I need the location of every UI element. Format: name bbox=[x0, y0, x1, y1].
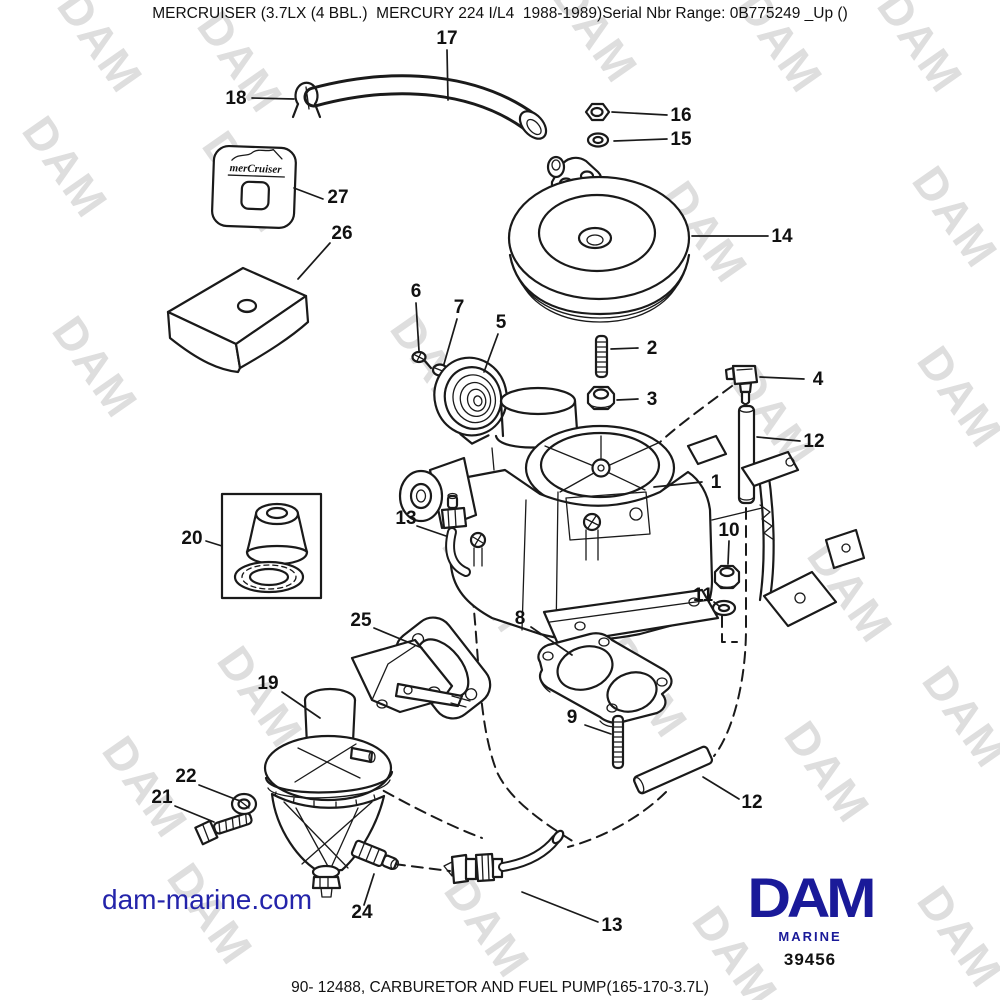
part-fuel-pump bbox=[263, 638, 471, 898]
callout-15: 15 bbox=[670, 129, 692, 150]
callout-24: 24 bbox=[351, 902, 373, 923]
part-stud-2 bbox=[594, 334, 609, 379]
callout-21: 21 bbox=[151, 787, 173, 808]
callout-5: 5 bbox=[496, 312, 507, 333]
part-stud-9 bbox=[611, 714, 625, 770]
part-base-gasket bbox=[537, 632, 673, 728]
part-nut-16 bbox=[584, 102, 611, 122]
callout-12a: 12 bbox=[803, 431, 824, 452]
part-washer-15 bbox=[586, 132, 610, 148]
callout-7: 7 bbox=[454, 297, 465, 318]
part-choke-cover bbox=[433, 356, 508, 445]
callout-11: 11 bbox=[693, 585, 714, 606]
callout-2: 2 bbox=[647, 338, 658, 359]
callout-22: 22 bbox=[175, 766, 196, 787]
part-carburetor bbox=[398, 386, 866, 646]
part-logo-plate: merCruiser bbox=[211, 144, 297, 229]
part-nut-10 bbox=[713, 564, 741, 590]
part-repair-kit bbox=[220, 492, 323, 600]
part-flame-arrestor bbox=[507, 175, 691, 323]
callout-10: 10 bbox=[718, 520, 739, 541]
part-fuel-line bbox=[443, 829, 565, 885]
callout-9: 9 bbox=[567, 707, 578, 728]
part-tube-12a bbox=[737, 404, 756, 505]
part-hose bbox=[303, 74, 548, 140]
callout-19: 19 bbox=[257, 673, 278, 694]
callout-26: 26 bbox=[331, 223, 352, 244]
part-nut-3 bbox=[586, 385, 616, 411]
callout-13a: 13 bbox=[395, 508, 416, 529]
callout-17: 17 bbox=[436, 28, 457, 49]
plate-logo-text: merCruiser bbox=[229, 162, 282, 176]
diagram-caption: 90- 12488, CARBURETOR AND FUEL PUMP(165-… bbox=[291, 979, 709, 996]
callout-25: 25 bbox=[350, 610, 372, 631]
callout-8: 8 bbox=[515, 608, 526, 629]
callout-14: 14 bbox=[771, 226, 793, 247]
part-cover bbox=[166, 266, 310, 374]
dashed-routing-lines bbox=[367, 385, 747, 872]
callout-6: 6 bbox=[411, 281, 422, 302]
part-tube-12b bbox=[632, 745, 714, 795]
part-fuel-inlet-fitting bbox=[440, 492, 471, 577]
logo-text: DAM bbox=[747, 866, 877, 929]
callout-27: 27 bbox=[327, 187, 348, 208]
callout-leader-lines bbox=[174, 49, 805, 923]
callout-1: 1 bbox=[711, 472, 722, 493]
page-title: MERCRUISER (3.7LX (4 BBL.) MERCURY 224 I… bbox=[152, 5, 848, 22]
callout-3: 3 bbox=[647, 389, 658, 410]
part-bolt-21 bbox=[194, 812, 253, 846]
part-pump-fitting bbox=[350, 839, 400, 871]
callout-18: 18 bbox=[225, 88, 246, 109]
callout-4: 4 bbox=[813, 369, 824, 390]
callout-labels: 17 18 16 15 14 27 26 6 7 5 2 3 4 12 1 13… bbox=[151, 28, 824, 936]
callout-13b: 13 bbox=[601, 915, 622, 936]
drawing-number: 39456 bbox=[783, 950, 837, 969]
part-washer-11 bbox=[711, 599, 737, 617]
part-screw-6 bbox=[411, 350, 433, 370]
callout-16: 16 bbox=[670, 105, 691, 126]
part-washer-22 bbox=[230, 792, 258, 816]
part-pump-gasket bbox=[394, 616, 492, 720]
part-elbow-fitting bbox=[724, 364, 759, 406]
callout-20: 20 bbox=[181, 528, 202, 549]
callout-12b: 12 bbox=[741, 792, 762, 813]
site-url-link[interactable]: dam-marine.com bbox=[102, 884, 313, 915]
part-clip bbox=[291, 81, 322, 119]
dam-marine-logo: DAM MARINE 39456 bbox=[705, 866, 915, 969]
logo-subtext: MARINE bbox=[778, 929, 842, 944]
